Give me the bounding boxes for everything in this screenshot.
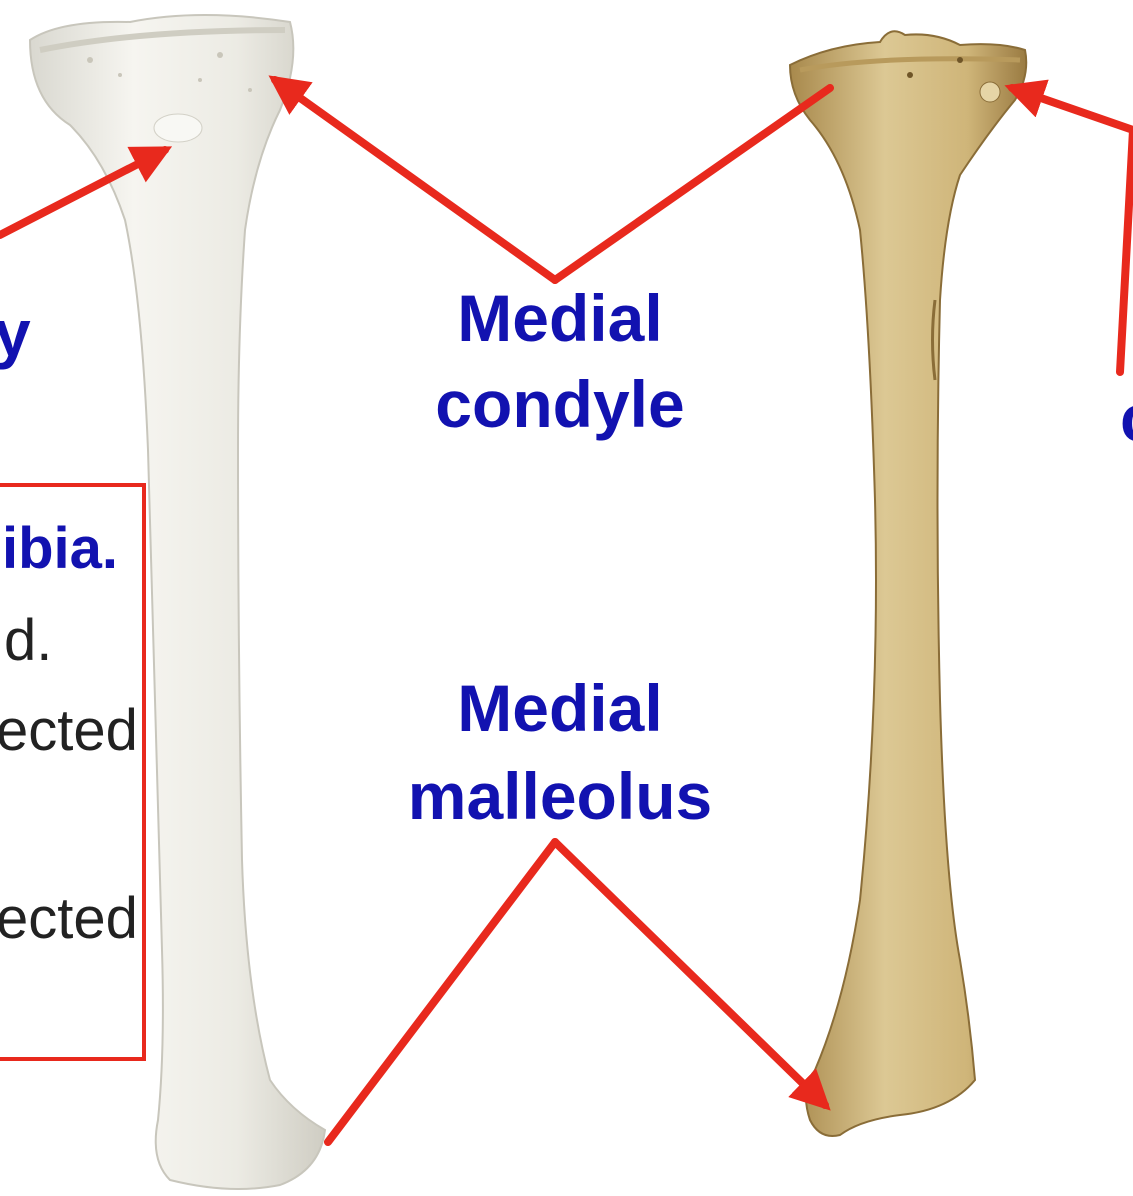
medial-malleolus-label: Medial malleolus: [380, 675, 740, 829]
arrow-right-edge: [1012, 88, 1133, 372]
medial-malleolus-line-2: malleolus: [380, 763, 740, 829]
cropped-left-letter: y: [0, 300, 31, 366]
tibia-posterior-bone: [790, 31, 1026, 1136]
arrow-condyle-to-right-bone: [555, 88, 830, 280]
medial-condyle-line-1: Medial: [410, 285, 710, 351]
medial-condyle-label: Medial condyle: [410, 285, 710, 437]
medial-condyle-line-2: condyle: [410, 371, 710, 437]
arrow-malleolus-to-left-bone: [328, 842, 555, 1142]
cropped-right-letter: c: [1120, 385, 1133, 451]
medial-malleolus-line-1: Medial: [380, 675, 740, 741]
info-box-line-2: ected: [0, 702, 138, 760]
info-box-title: ibia.: [2, 520, 118, 578]
arrow-condyle-to-left-bone: [275, 80, 555, 280]
info-box-line-1: d.: [4, 612, 52, 670]
arrow-malleolus-to-right-bone: [555, 842, 825, 1105]
info-box-line-3: ected: [0, 890, 138, 948]
